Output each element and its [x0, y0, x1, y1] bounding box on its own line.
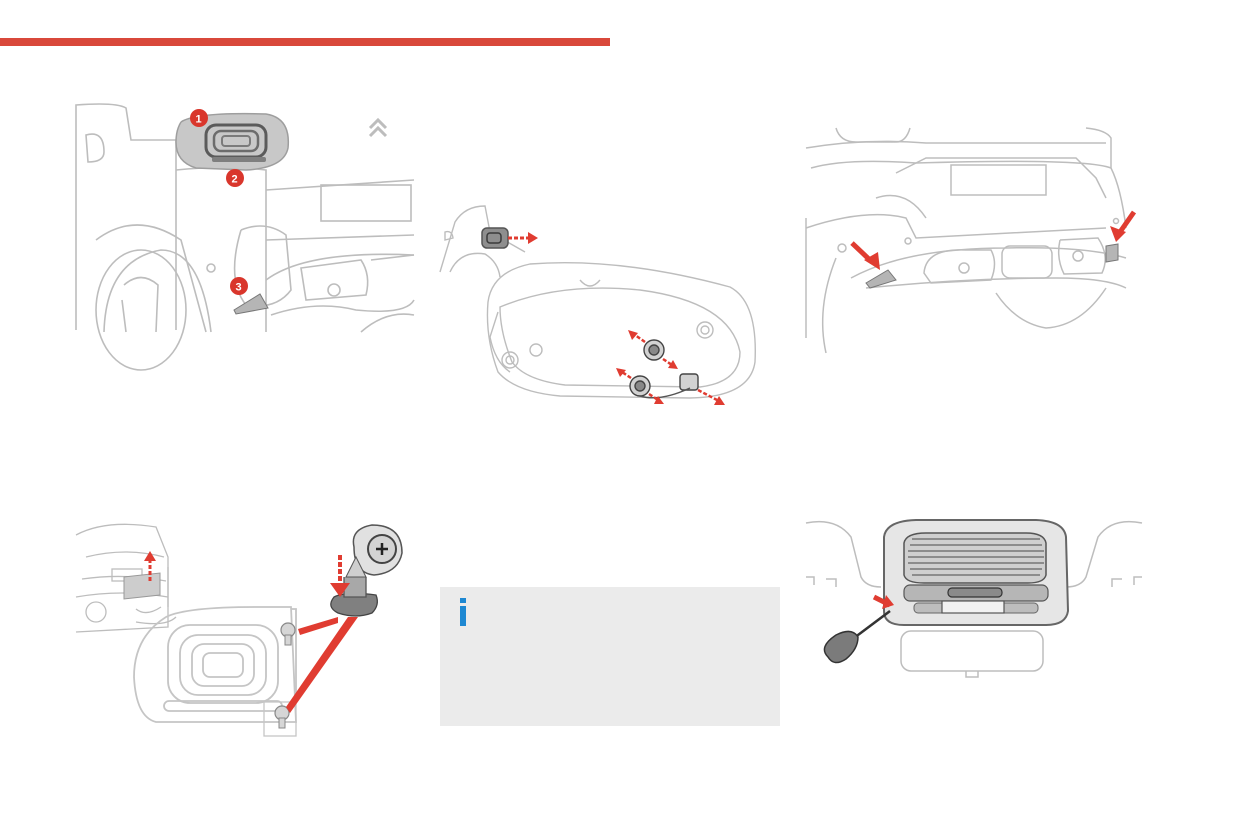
- lamp-fixing-illustration: [75, 517, 412, 739]
- callout-badge-3: 3: [230, 277, 248, 295]
- rear-lamp-overview-illustration: 1 2 3: [75, 100, 415, 371]
- bumper-lamps-illustration: [805, 127, 1142, 358]
- bulb-removal-illustration: [439, 202, 760, 405]
- callout-badge-1: 1: [190, 109, 208, 127]
- plate-lamp-illustration: [805, 517, 1143, 678]
- info-icon: [460, 598, 466, 626]
- svg-text:2: 2: [232, 174, 238, 186]
- svg-text:3: 3: [236, 282, 242, 294]
- info-box: [440, 587, 780, 726]
- svg-text:1: 1: [196, 114, 202, 126]
- callout-badge-2: 2: [226, 169, 244, 187]
- header-accent-bar: [0, 38, 610, 46]
